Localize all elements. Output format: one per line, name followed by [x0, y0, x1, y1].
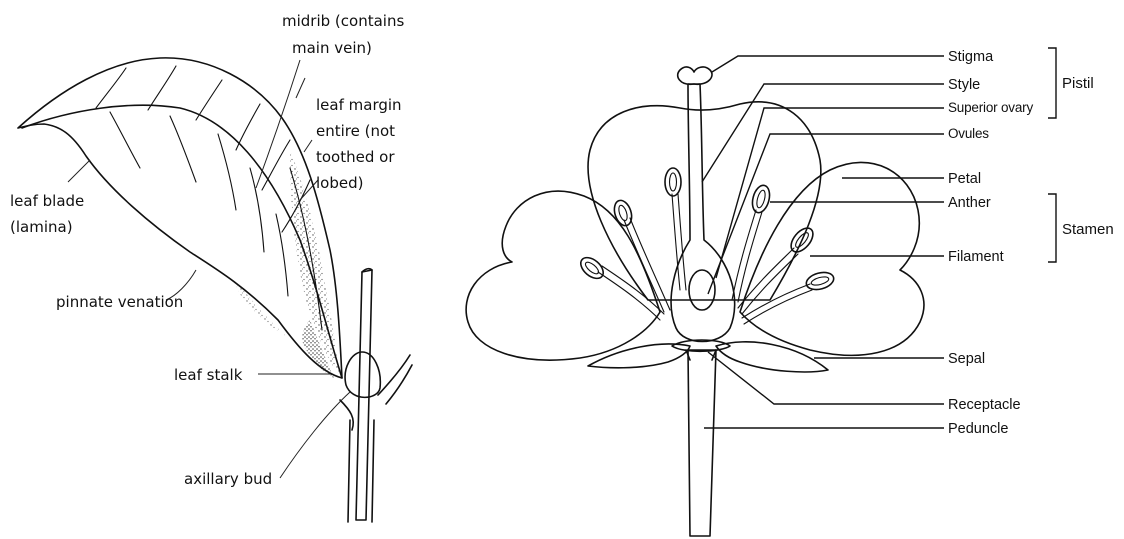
label-receptacle: Receptacle: [948, 397, 1021, 413]
label-sepal: Sepal: [948, 351, 985, 367]
label-margin-2: entire (not: [316, 122, 395, 140]
petal-right: [740, 162, 924, 355]
label-pinnate-venation: pinnate venation: [56, 293, 183, 311]
label-leaf-stalk: leaf stalk: [174, 366, 243, 384]
label-midrib-2: main vein): [292, 39, 372, 57]
flower-illustration: [466, 67, 924, 536]
axillary-bud-shape: [345, 352, 380, 397]
sepal-right: [716, 342, 828, 372]
stigma-shape: [678, 67, 712, 84]
label-ovules: Ovules: [948, 126, 989, 141]
flower-labels: Stigma Style Superior ovary Ovules Petal…: [948, 49, 1114, 437]
label-leaf-blade-2: (lamina): [10, 218, 73, 236]
label-filament: Filament: [948, 249, 1004, 265]
label-axillary-bud: axillary bud: [184, 470, 272, 488]
label-peduncle: Peduncle: [948, 421, 1008, 437]
label-margin-3: toothed or: [316, 148, 395, 166]
label-midrib-1: midrib (contains: [282, 12, 404, 30]
label-superior-ovary: Superior ovary: [948, 100, 1033, 115]
leaf-labels: midrib (contains main vein) leaf margin …: [10, 12, 404, 488]
pistil-shape: [671, 84, 735, 342]
label-margin-4: lobed): [316, 174, 363, 192]
label-anther: Anther: [948, 195, 991, 211]
label-leaf-blade-1: leaf blade: [10, 192, 84, 210]
label-style: Style: [948, 77, 980, 93]
label-petal: Petal: [948, 171, 981, 187]
label-stigma: Stigma: [948, 49, 994, 65]
ovule-shape: [689, 270, 715, 310]
group-label-pistil: Pistil: [1062, 75, 1094, 92]
label-margin-1: leaf margin: [316, 96, 402, 114]
group-label-stamen: Stamen: [1062, 221, 1114, 238]
